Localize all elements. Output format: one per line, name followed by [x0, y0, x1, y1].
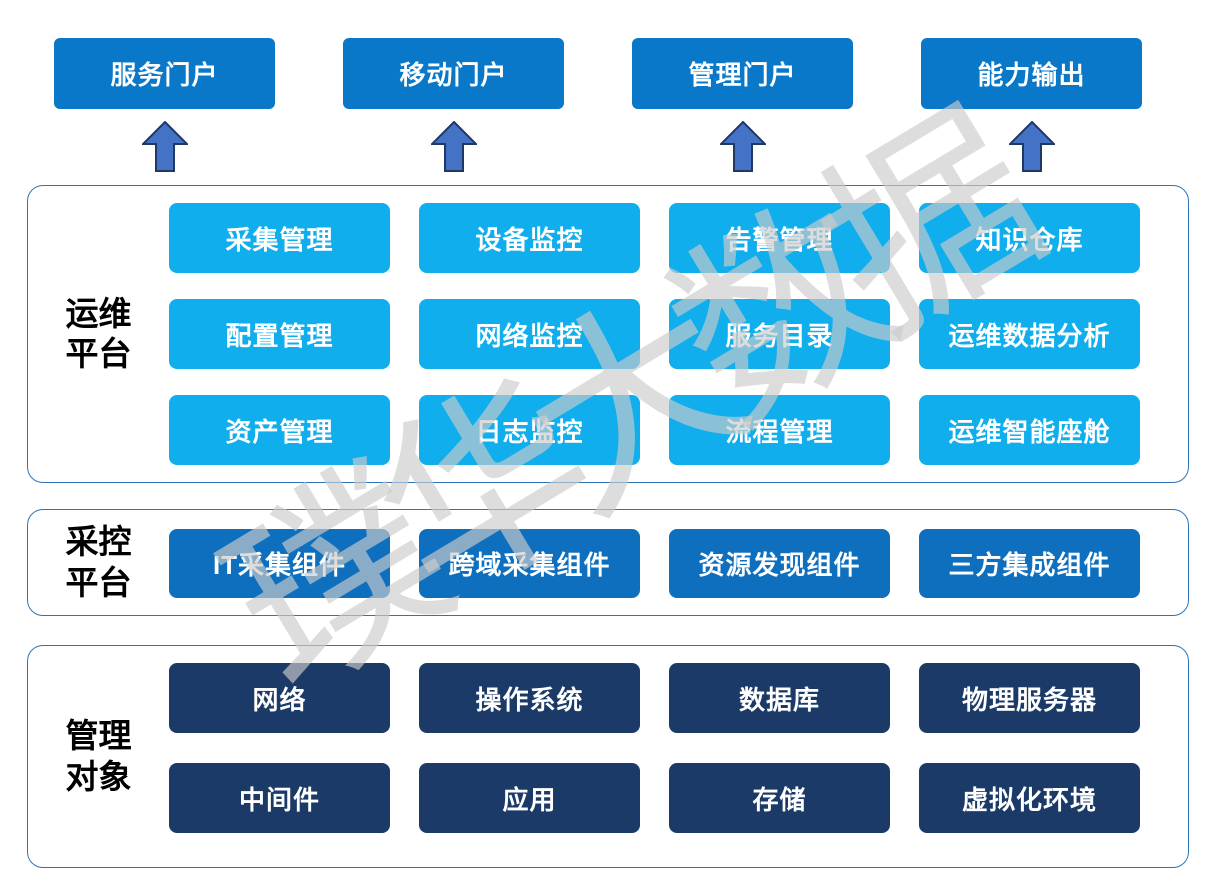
- collect-component-third-party: 三方集成组件: [919, 529, 1140, 598]
- ops-module-service-catalog: 服务目录: [669, 299, 890, 369]
- portal-button-service: 服务门户: [54, 38, 275, 109]
- collect-platform-title: 采控 平台: [28, 510, 169, 615]
- arrow-row: [54, 121, 1142, 172]
- ops-module-device-monitoring: 设备监控: [419, 203, 640, 273]
- title-line: 采控: [65, 523, 132, 561]
- collect-component-it: IT采集组件: [169, 529, 390, 598]
- ops-module-knowledge-base: 知识仓库: [919, 203, 1140, 273]
- ops-module-data-analysis: 运维数据分析: [919, 299, 1140, 369]
- arrow-cell: [54, 121, 275, 172]
- ops-module-grid: 采集管理 设备监控 告警管理 知识仓库 配置管理 网络监控 服务目录 运维数据分…: [169, 186, 1188, 482]
- object-application: 应用: [419, 763, 640, 833]
- collect-platform-panel: 采控 平台 IT采集组件 跨域采集组件 资源发现组件 三方集成组件: [27, 509, 1189, 616]
- portal-button-mobile: 移动门户: [343, 38, 564, 109]
- ops-module-process-mgmt: 流程管理: [669, 395, 890, 465]
- managed-objects-title: 管理 对象: [28, 646, 169, 867]
- ops-module-alarm-mgmt: 告警管理: [669, 203, 890, 273]
- arrow-cell: [343, 121, 564, 172]
- arrow-cell: [921, 121, 1142, 172]
- up-arrow-icon: [1008, 121, 1055, 172]
- object-middleware: 中间件: [169, 763, 390, 833]
- title-line: 对象: [65, 757, 132, 795]
- object-database: 数据库: [669, 663, 890, 733]
- up-arrow-icon: [719, 121, 766, 172]
- ops-module-config-mgmt: 配置管理: [169, 299, 390, 369]
- ops-platform-title: 运维 平台: [28, 186, 169, 482]
- object-os: 操作系统: [419, 663, 640, 733]
- arrow-cell: [632, 121, 853, 172]
- collect-component-grid: IT采集组件 跨域采集组件 资源发现组件 三方集成组件: [169, 510, 1188, 615]
- title-line: 管理: [65, 717, 132, 755]
- ops-module-smart-cockpit: 运维智能座舱: [919, 395, 1140, 465]
- portal-row: 服务门户 移动门户 管理门户 能力输出: [54, 38, 1142, 109]
- object-physical-server: 物理服务器: [919, 663, 1140, 733]
- portal-button-capability: 能力输出: [921, 38, 1142, 109]
- object-storage: 存储: [669, 763, 890, 833]
- object-network: 网络: [169, 663, 390, 733]
- ops-module-log-monitoring: 日志监控: [419, 395, 640, 465]
- title-line: 平台: [65, 335, 132, 372]
- managed-objects-panel: 管理 对象 网络 操作系统 数据库 物理服务器 中间件 应用 存储 虚拟化环境: [27, 645, 1189, 868]
- ops-module-asset-mgmt: 资产管理: [169, 395, 390, 465]
- title-line: 平台: [65, 563, 132, 601]
- title-line: 运维: [65, 294, 132, 332]
- ops-platform-panel: 运维 平台 采集管理 设备监控 告警管理 知识仓库 配置管理 网络监控 服务目录…: [27, 185, 1189, 483]
- portal-button-admin: 管理门户: [632, 38, 853, 109]
- collect-component-resource-discovery: 资源发现组件: [669, 529, 890, 598]
- up-arrow-icon: [430, 121, 477, 172]
- ops-module-collection-mgmt: 采集管理: [169, 203, 390, 273]
- up-arrow-icon: [141, 121, 188, 172]
- object-virtualization: 虚拟化环境: [919, 763, 1140, 833]
- collect-component-cross-domain: 跨域采集组件: [419, 529, 640, 598]
- managed-objects-grid: 网络 操作系统 数据库 物理服务器 中间件 应用 存储 虚拟化环境: [169, 646, 1188, 867]
- ops-module-network-monitoring: 网络监控: [419, 299, 640, 369]
